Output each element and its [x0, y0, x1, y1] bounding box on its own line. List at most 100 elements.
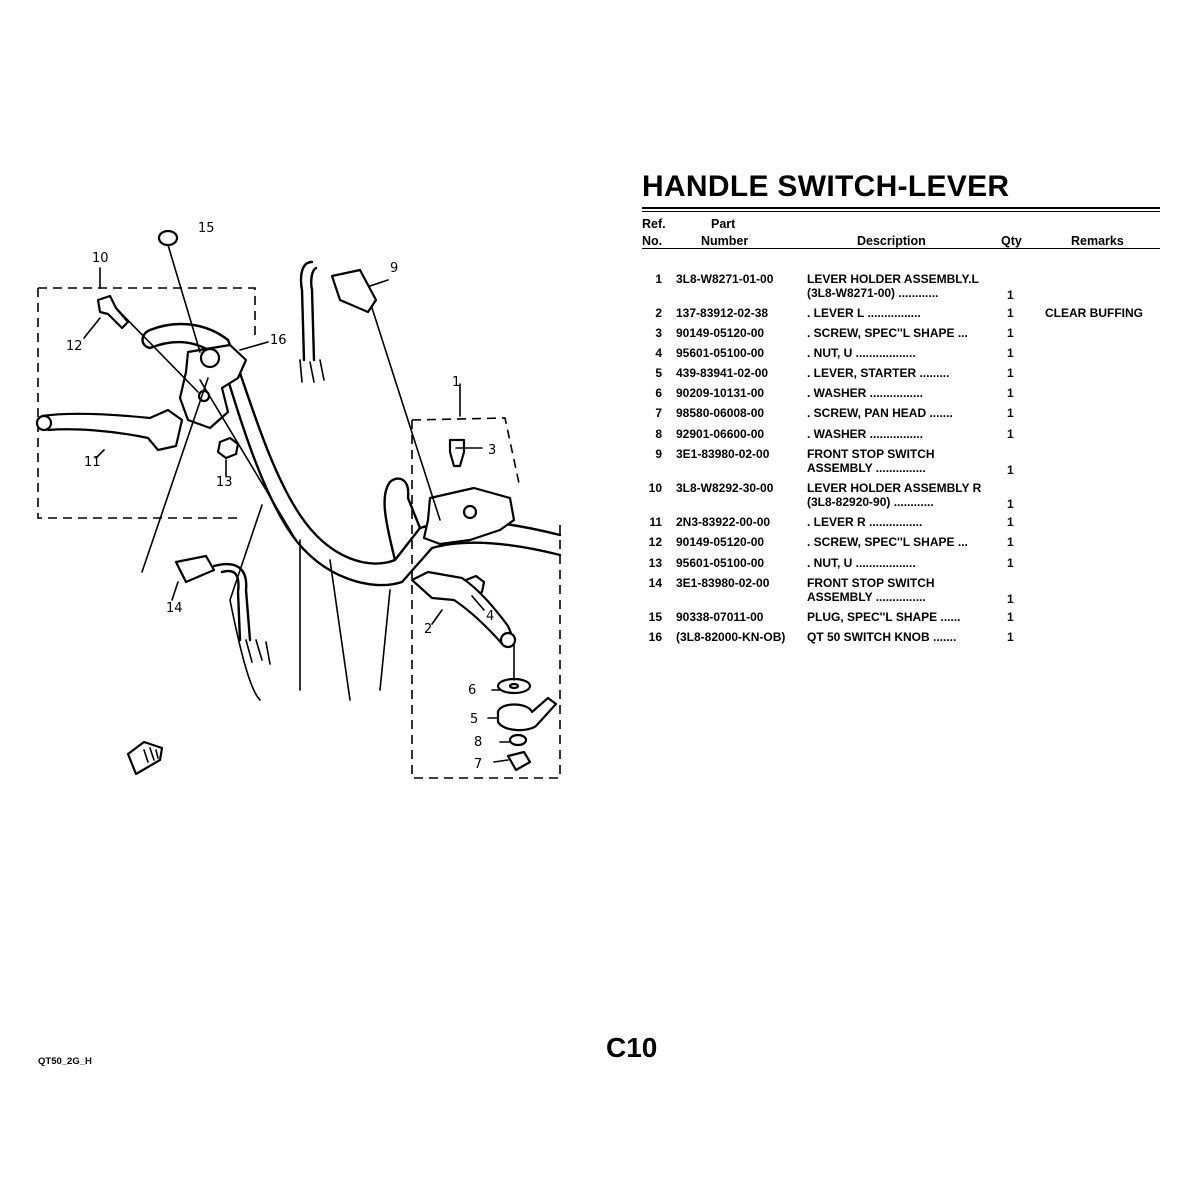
nut-13 — [216, 436, 240, 460]
header-rule — [642, 248, 1160, 249]
table-row-description: . SCREW, PAN HEAD ....... — [807, 406, 953, 420]
table-row-ref: 9 — [655, 447, 662, 461]
table-row-description: . SCREW, SPEC''L SHAPE ... — [807, 535, 968, 549]
page-title: HANDLE SWITCH-LEVER — [642, 170, 1010, 203]
title-rule-thin — [642, 211, 1160, 212]
table-row-ref: 4 — [655, 346, 662, 360]
table-row-description: . NUT, U .................. — [807, 346, 916, 360]
header-part-line1: Part — [711, 217, 736, 231]
callout-15: 15 — [198, 221, 215, 236]
callout-13: 13 — [216, 475, 233, 490]
assembly-1-dashed-outline — [411, 420, 561, 779]
direction-arrow-icon-marks — [143, 747, 159, 763]
table-row-part-number: 3L8-W8271-01-00 — [676, 272, 774, 286]
table-row-part-number: 98580-06008-00 — [676, 406, 765, 420]
table-row-qty: 1 — [1007, 515, 1014, 529]
table-row-ref: 16 — [648, 630, 662, 644]
diagram-svg: 1 2 3 4 5 6 7 8 9 10 11 12 13 14 15 16 — [35, 221, 562, 779]
table-row-description: . LEVER R ................ — [807, 515, 923, 529]
callout-4: 4 — [486, 609, 494, 624]
table-row-qty: 1 — [1007, 630, 1014, 644]
handlebar-left-end — [141, 328, 152, 350]
table-row-part-number: 3L8-W8292-30-00 — [676, 481, 774, 495]
front-stop-switch-9-cable — [299, 260, 318, 362]
table-row-qty: 1 — [1007, 497, 1014, 511]
table-row-part-number: 95601-05100-00 — [676, 556, 765, 570]
table-row-ref: 7 — [655, 406, 662, 420]
lever-11-tip — [35, 414, 53, 432]
header-remarks: Remarks — [1071, 234, 1124, 248]
table-row-qty: 1 — [1007, 406, 1014, 420]
table-row-ref: 11 — [649, 515, 662, 529]
front-stop-switch-14-cable — [212, 562, 252, 642]
table-row-description: (3L8-82920-90) ............ — [807, 495, 934, 509]
exploded-parts-diagram: 1 2 3 4 5 6 7 8 9 10 11 12 13 14 15 16 — [0, 0, 600, 800]
callout-5: 5 — [470, 712, 478, 727]
header-part-line2: Number — [701, 234, 749, 248]
direction-arrow-icon — [126, 740, 164, 776]
table-row-part-number: 90338-07011-00 — [676, 610, 764, 624]
table-row-description: . NUT, U .................. — [807, 556, 916, 570]
lever-11 — [40, 408, 184, 452]
header-qty: Qty — [1001, 234, 1022, 248]
table-row-part-number: 95601-05100-00 — [676, 346, 765, 360]
callout-11: 11 — [84, 455, 101, 470]
starter-lever-5 — [496, 696, 558, 732]
table-row-description: . LEVER L ................ — [807, 306, 921, 320]
table-row-qty: 1 — [1007, 427, 1014, 441]
table-row-description: (3L8-W8271-00) ............ — [807, 286, 939, 300]
table-row-qty: 1 — [1007, 610, 1014, 624]
screw-12 — [96, 294, 130, 330]
front-stop-switch-9-plugs — [299, 359, 325, 383]
left-lever-holder — [178, 343, 248, 430]
table-row-part-number: 2N3-83922-00-00 — [676, 515, 771, 529]
callout-2: 2 — [424, 622, 432, 637]
table-row-ref: 3 — [655, 326, 662, 340]
table-row-description: ASSEMBLY ............... — [807, 590, 926, 604]
table-row-description: . WASHER ................ — [807, 386, 924, 400]
callout-7: 7 — [474, 757, 482, 772]
plug-15 — [157, 229, 179, 247]
table-row-description: FRONT STOP SWITCH — [807, 447, 935, 461]
table-row-description: QT 50 SWITCH KNOB ....... — [807, 630, 957, 644]
table-row-ref: 15 — [648, 610, 662, 624]
table-row-ref: 8 — [655, 427, 662, 441]
table-row-part-number: 137-83912-02-38 — [676, 306, 769, 320]
table-row-qty: 1 — [1007, 288, 1014, 302]
screw-3 — [448, 438, 466, 468]
table-row-part-number: (3L8-82000-KN-OB) — [676, 630, 786, 644]
table-row-part-number: 92901-06600-00 — [676, 427, 765, 441]
callout-14: 14 — [166, 601, 183, 616]
leader-lines — [83, 244, 515, 763]
front-stop-switch-14 — [174, 554, 216, 584]
table-row-ref: 5 — [655, 366, 662, 380]
lever-2-tip — [499, 631, 517, 649]
table-row-part-number: 3E1-83980-02-00 — [676, 576, 770, 590]
table-row-qty: 1 — [1007, 346, 1014, 360]
callout-1: 1 — [452, 375, 460, 390]
table-row-ref: 10 — [648, 481, 662, 495]
table-row-ref: 6 — [655, 386, 662, 400]
table-row-ref: 14 — [648, 576, 662, 590]
front-stop-switch-9 — [330, 268, 378, 314]
callout-16: 16 — [270, 333, 287, 348]
table-row-part-number: 3E1-83980-02-00 — [676, 447, 770, 461]
assembly-10-dashed-outline — [38, 287, 256, 340]
table-row-ref: 12 — [648, 535, 662, 549]
screw-7 — [506, 750, 532, 772]
table-row-qty: 1 — [1007, 366, 1014, 380]
callout-8: 8 — [474, 735, 482, 750]
table-row-description: FRONT STOP SWITCH — [807, 576, 935, 590]
page-number: C10 — [606, 1032, 658, 1063]
washer-8 — [508, 733, 528, 747]
right-holder-screw-hole — [462, 504, 478, 520]
handlebar-right-riser — [383, 477, 422, 562]
table-row-part-number: 90149-05120-00 — [676, 326, 765, 340]
front-stop-switch-14-plugs — [245, 639, 271, 665]
callout-3: 3 — [488, 443, 496, 458]
table-row-description: PLUG, SPEC''L SHAPE ...... — [807, 610, 961, 624]
table-row-ref: 13 — [648, 556, 662, 570]
header-description: Description — [857, 234, 926, 248]
table-row-description: . WASHER ................ — [807, 427, 924, 441]
title-rule — [642, 207, 1160, 209]
